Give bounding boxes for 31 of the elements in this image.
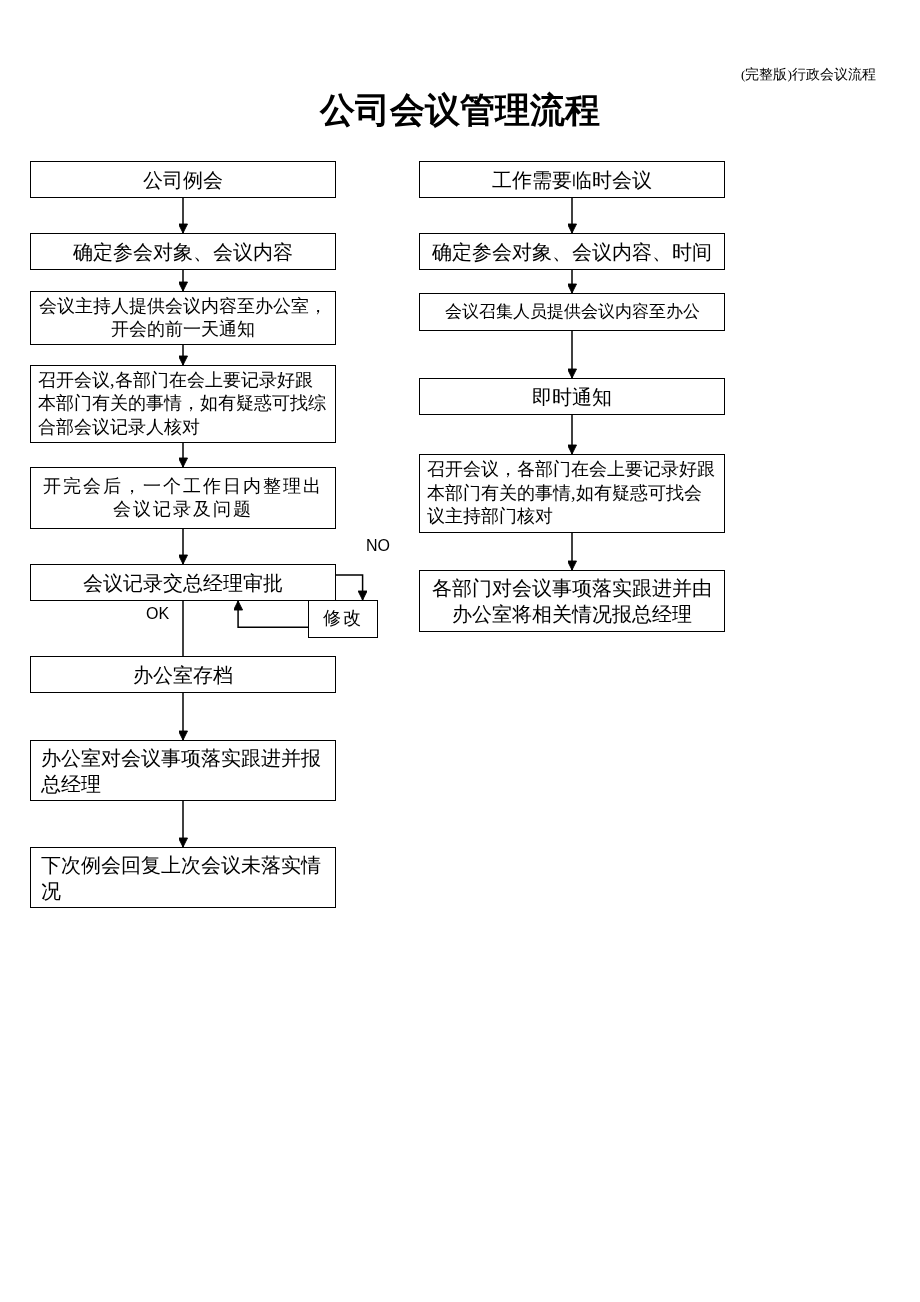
- process-box: 确定参会对象、会议内容、时间: [419, 233, 725, 270]
- arrow: [178, 269, 188, 292]
- process-box: 工作需要临时会议: [419, 161, 725, 198]
- process-box: 即时通知: [419, 378, 725, 415]
- arrow: [567, 269, 577, 294]
- process-box: 办公室对会议事项落实跟进并报总经理: [30, 740, 336, 801]
- connector-line: [182, 600, 184, 657]
- process-box: 修改: [308, 600, 378, 638]
- arrow: [178, 528, 188, 565]
- process-box: 公司例会: [30, 161, 336, 198]
- arrow: [567, 197, 577, 234]
- arrow: [178, 197, 188, 234]
- header-text: (完整版)行政会议流程: [741, 66, 876, 84]
- title: 公司会议管理流程: [320, 89, 600, 132]
- process-box: 下次例会回复上次会议未落实情况: [30, 847, 336, 908]
- arrow: [567, 330, 577, 379]
- process-box: 召开会议，各部门在会上要记录好跟本部门有关的事情,如有疑惑可找会议主持部门核对: [419, 454, 725, 533]
- process-box: 召开会议,各部门在会上要记录好跟本部门有关的事情，如有疑惑可找综合部会议记录人核对: [30, 365, 336, 443]
- arrow: [335, 574, 368, 601]
- process-box: 会议召集人员提供会议内容至办公: [419, 293, 725, 331]
- process-box: 开完会后，一个工作日内整理出会议记录及问题: [30, 467, 336, 529]
- arrow: [233, 600, 309, 629]
- process-box: 会议记录交总经理审批: [30, 564, 336, 601]
- arrow: [567, 532, 577, 571]
- process-box: 办公室存档: [30, 656, 336, 693]
- process-box: 确定参会对象、会议内容: [30, 233, 336, 270]
- process-box: 会议主持人提供会议内容至办公室，开会的前一天通知: [30, 291, 336, 345]
- arrow: [567, 414, 577, 455]
- arrow: [178, 800, 188, 848]
- process-box: 各部门对会议事项落实跟进并由办公室将相关情况报总经理: [419, 570, 725, 632]
- arrow: [178, 692, 188, 741]
